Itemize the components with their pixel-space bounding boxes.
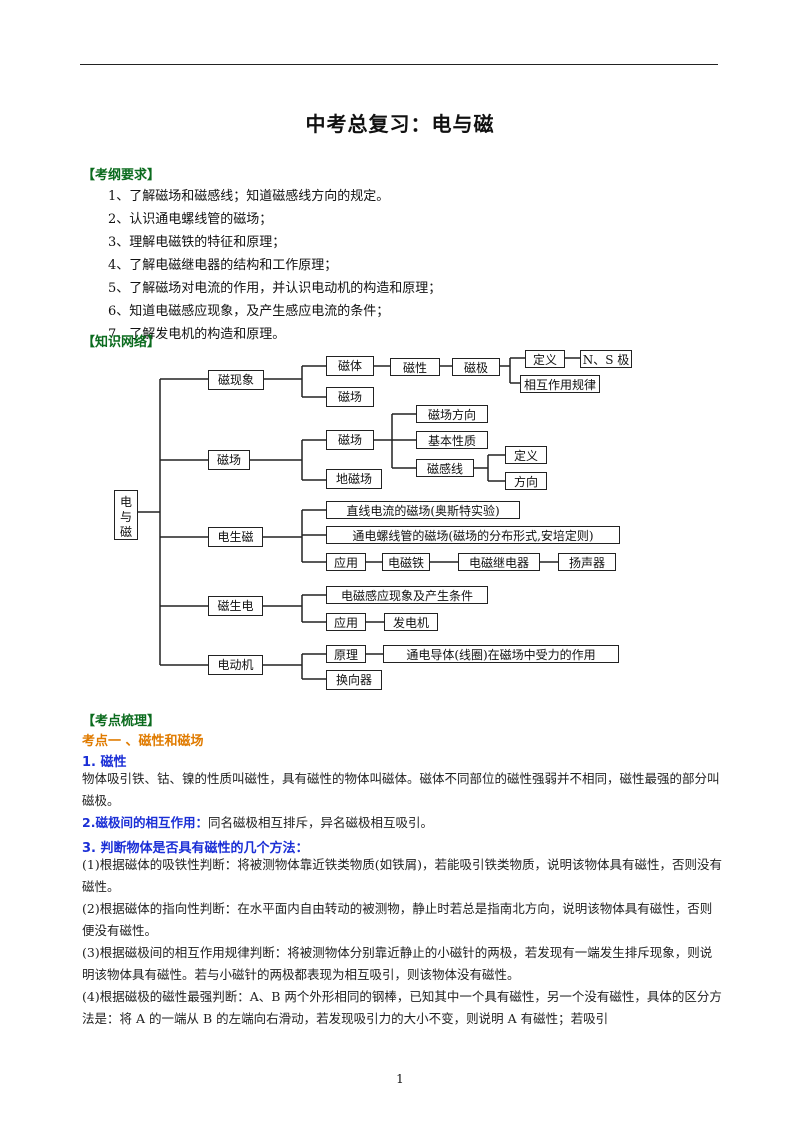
- node-field-direction: 磁场方向: [416, 405, 488, 423]
- node-interaction-rule: 相互作用规律: [520, 375, 600, 393]
- requirement-item: 3、理解电磁铁的特征和原理；: [108, 235, 286, 250]
- node-force-on-conductor: 通电导体(线圈)在磁场中受力的作用: [383, 645, 619, 663]
- diagram-connectors: [138, 357, 580, 680]
- node-direction: 方向: [505, 472, 547, 490]
- section-outline-heading: 【考纲要求】: [82, 168, 161, 183]
- method-paragraph: (3)根据磁极间的相互作用规律判断：将被测物体分别靠近静止的小磁针的两极，若发现…: [82, 945, 713, 982]
- node-solenoid: 通电螺线管的磁场(磁场的分布形式,安培定则): [326, 526, 620, 544]
- header-rule: [80, 64, 718, 65]
- requirement-item: 6、知道电磁感应现象，及产生感应电流的条件；: [108, 304, 390, 319]
- subheading-methods: 3. 判断物体是否具有磁性的几个方法：: [82, 841, 309, 856]
- node-field-lines: 磁感线: [416, 459, 474, 477]
- node-magnet: 磁体: [326, 356, 374, 376]
- node-earth-field: 地磁场: [326, 469, 382, 489]
- section-points-heading: 【考点梳理】: [82, 714, 161, 729]
- node-speaker: 扬声器: [558, 553, 616, 571]
- node-relay: 电磁继电器: [458, 553, 540, 571]
- method-paragraph: (4)根据磁极的磁性最强判断：A、B 两个外形相同的钢棒，已知其中一个具有磁性，…: [82, 989, 722, 1026]
- node-generator: 发电机: [384, 613, 438, 631]
- page-title: 中考总复习：电与磁: [305, 112, 495, 136]
- knowledge-network-diagram: 电与磁 磁现象 磁体 磁性 磁极 定义 N、S 极 相互作用规律 磁场 磁场 磁…: [100, 342, 640, 698]
- diagram-root-node: 电与磁: [114, 490, 138, 540]
- node-magnetic-phenomenon: 磁现象: [208, 370, 264, 390]
- paragraph-magnetism: 物体吸引铁、钴、镍的性质叫磁性，具有磁性的物体叫磁体。磁体不同部位的磁性强弱并不…: [82, 771, 720, 808]
- node-commutator: 换向器: [326, 670, 382, 690]
- node-ns-pole: N、S 极: [580, 350, 632, 368]
- requirement-item: 5、了解磁场对电流的作用，并认识电动机的构造和原理；: [108, 281, 442, 296]
- requirement-item: 7、了解发电机的构造和原理。: [108, 327, 286, 342]
- method-paragraph: (1)根据磁体的吸铁性判断：将被测物体靠近铁类物质(如铁屑)，若能吸引铁类物质，…: [82, 857, 722, 894]
- node-definition: 定义: [525, 350, 565, 368]
- node-field-sub: 磁场: [326, 430, 374, 450]
- node-pole: 磁极: [452, 358, 500, 376]
- node-basic-property: 基本性质: [416, 431, 488, 449]
- subheading-pole-interaction: 2.磁极间的相互作用：: [82, 815, 208, 830]
- paragraph-pole-interaction: 2.磁极间的相互作用：同名磁极相互排斥，异名磁极相互吸引。: [82, 812, 722, 834]
- node-motor: 电动机: [208, 655, 263, 675]
- point-heading: 考点一 、磁性和磁场: [82, 734, 204, 749]
- subheading-magnetism: 1. 磁性: [82, 755, 127, 770]
- node-magneto-electricity: 磁生电: [208, 596, 263, 616]
- requirement-item: 2、认识通电螺线管的磁场；: [108, 212, 273, 227]
- node-field-small: 磁场: [326, 387, 374, 407]
- node-application: 应用: [326, 553, 366, 571]
- page-number: 1: [396, 1072, 404, 1086]
- node-definition-2: 定义: [505, 446, 547, 464]
- node-electro-magnetism: 电生磁: [208, 527, 263, 547]
- requirement-item: 1、了解磁场和磁感线；知道磁感线方向的规定。: [108, 189, 390, 204]
- node-principle: 原理: [326, 645, 366, 663]
- node-application-2: 应用: [326, 613, 366, 631]
- method-paragraph: (2)根据磁体的指向性判断：在水平面内自由转动的被测物，静止时若总是指南北方向，…: [82, 901, 713, 938]
- node-magnetism: 磁性: [390, 358, 440, 376]
- node-induction: 电磁感应现象及产生条件: [326, 586, 488, 604]
- node-straight-current: 直线电流的磁场(奥斯特实验): [326, 501, 520, 519]
- node-electromagnet: 电磁铁: [382, 553, 430, 571]
- node-field-branch: 磁场: [208, 450, 250, 470]
- pole-interaction-text: 同名磁极相互排斥，异名磁极相互吸引。: [207, 815, 433, 830]
- requirement-item: 4、了解电磁继电器的结构和工作原理；: [108, 258, 338, 273]
- section-network-heading: 【知识网络】: [82, 335, 161, 350]
